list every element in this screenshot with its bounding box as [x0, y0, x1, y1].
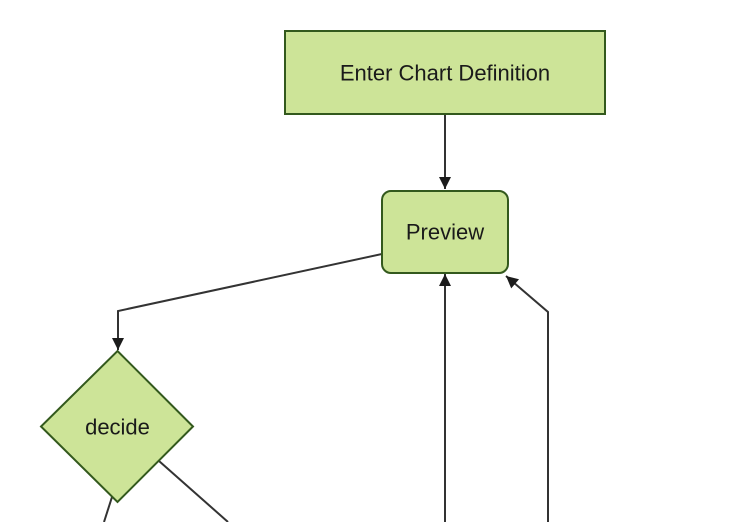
- node-enter-chart-definition: Enter Chart Definition: [284, 30, 606, 115]
- node-preview: Preview: [381, 190, 509, 274]
- edge-layer: [103, 114, 549, 522]
- edge-decide-to-bottom-left: [103, 496, 113, 522]
- enter-chart-definition-label: Enter Chart Definition: [340, 61, 550, 86]
- preview-label: Preview: [406, 220, 484, 245]
- decide-label: decide: [85, 415, 150, 440]
- edge-decide-to-bottom-right: [158, 460, 229, 522]
- edge-preview-to-decide: [112, 253, 383, 350]
- edge-bottom-to-preview-corner: [505, 275, 549, 522]
- preview-box: [381, 190, 509, 274]
- node-decide: decide: [39, 349, 195, 504]
- decide-diamond: [39, 349, 195, 504]
- enter-chart-definition-box: [284, 30, 606, 115]
